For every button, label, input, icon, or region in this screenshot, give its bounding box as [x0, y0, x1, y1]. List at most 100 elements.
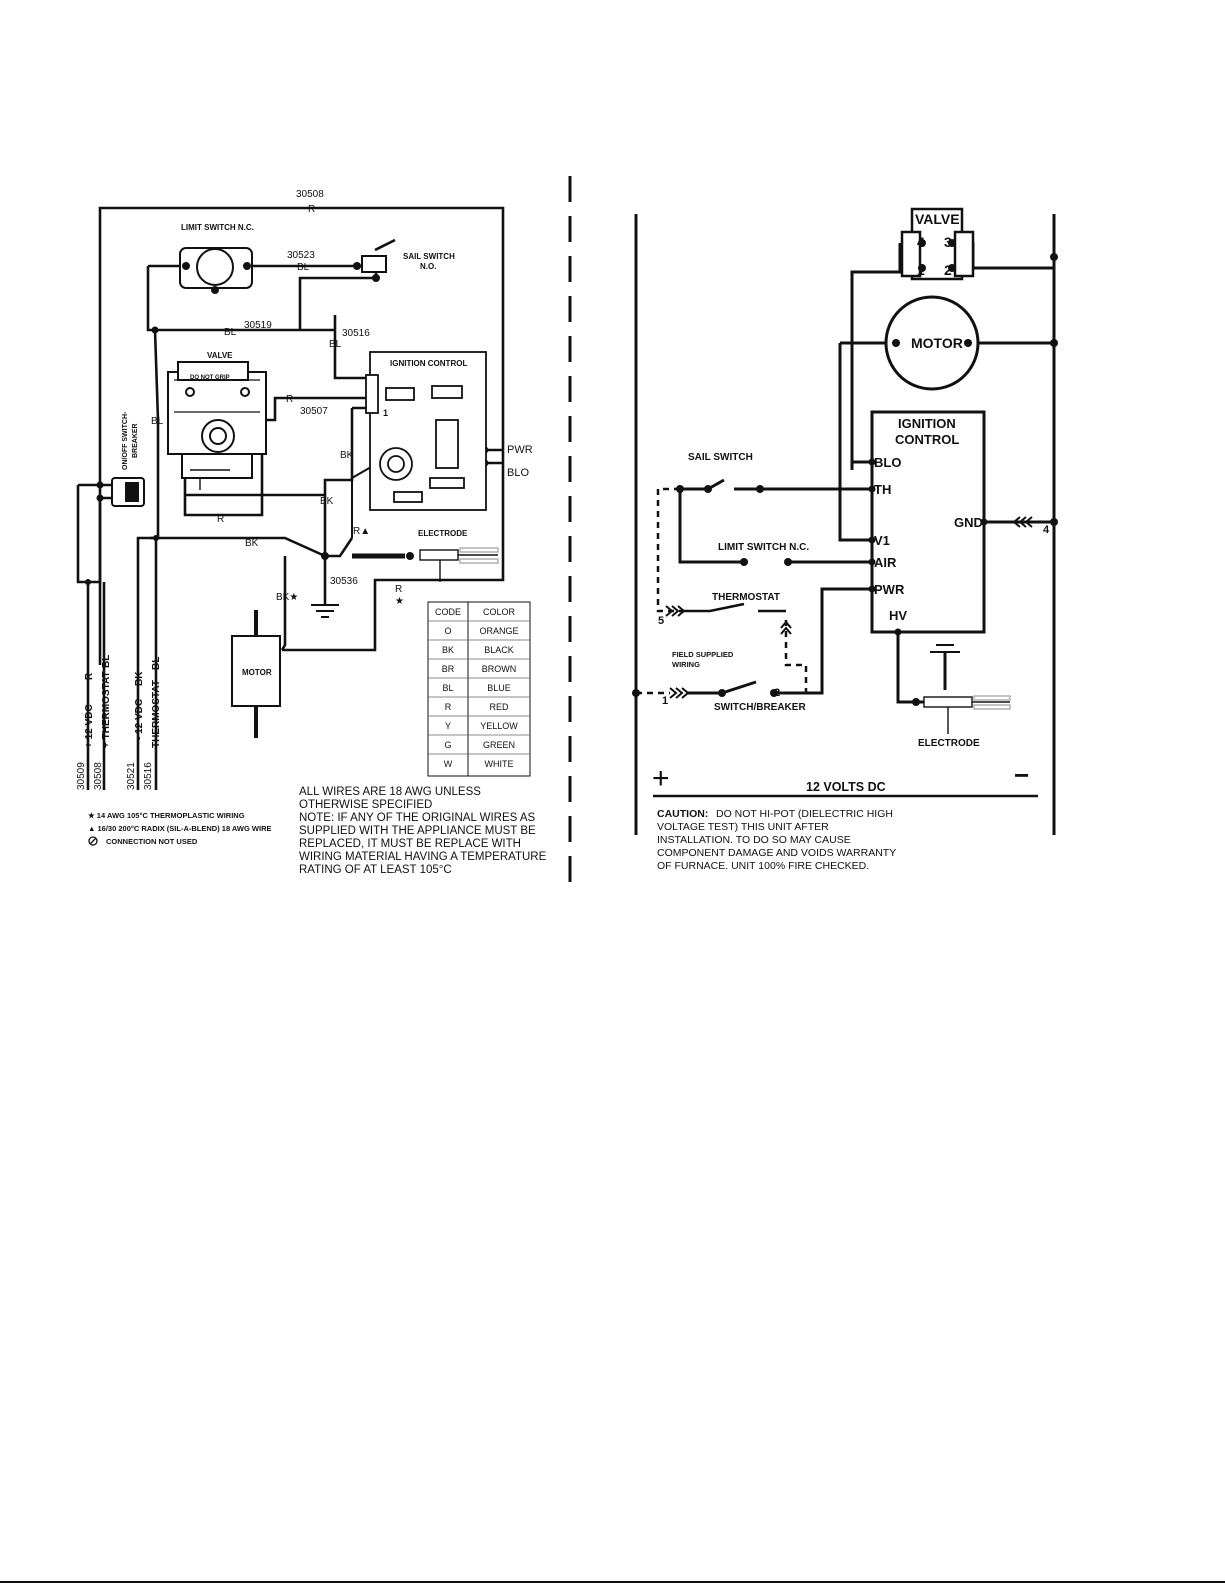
- terminal-blo: BLO: [874, 455, 901, 470]
- cc-color: RED: [489, 702, 509, 712]
- note-line: OTHERWISE SPECIFIED: [299, 799, 432, 811]
- limit-switch-label: LIMIT SWITCH N.C.: [718, 542, 809, 553]
- do-not-grip-label: DO NOT GRIP: [190, 375, 230, 381]
- sail-switch-label: SAIL SWITCH: [688, 452, 753, 463]
- ignition-control-board: [365, 351, 487, 511]
- switch-breaker-label: SWITCH/BREAKER: [714, 702, 806, 713]
- wire-30507: [262, 396, 366, 422]
- wire-label-30507: 30507: [300, 406, 328, 417]
- motor-label: MOTOR: [911, 335, 963, 351]
- note-line: WIRING MATERIAL HAVING A TEMPERATURE: [299, 851, 547, 863]
- cc-color: ORANGE: [479, 626, 518, 636]
- terminal-labels: BLO TH V1 AIR PWR HV GND: [874, 455, 983, 623]
- ground-icon: [311, 604, 339, 618]
- wire-label-r-30507: R: [286, 394, 293, 405]
- wire-label-bl-30519: BL: [224, 327, 237, 338]
- terminal-th: TH: [874, 482, 891, 497]
- wire-label-bl-30516: BL: [329, 339, 342, 350]
- motor-icon: [884, 295, 980, 391]
- cc-color: WHITE: [485, 759, 514, 769]
- cc-color: BROWN: [482, 664, 517, 674]
- terminal-pwr: PWR: [874, 582, 905, 597]
- wire-label-r-valve: R: [217, 514, 224, 525]
- lead-30521-color: BK: [134, 671, 145, 686]
- note-line: NOTE: IF ANY OF THE ORIGINAL WIRES AS: [299, 812, 536, 824]
- supply-label: 12 VOLTS DC: [806, 780, 886, 794]
- lead-30521-label: - 12 VDC: [134, 699, 145, 740]
- ignition-control-label: IGNITION CONTROL: [390, 359, 467, 368]
- valve-label: VALVE: [915, 211, 960, 227]
- legend-not-used: CONNECTION NOT USED: [106, 837, 198, 846]
- wire-label-30523: 30523: [287, 250, 315, 261]
- cc-code: Y: [445, 721, 451, 731]
- field-wiring-label-2: WIRING: [672, 660, 700, 669]
- lead-30509-color: R: [84, 672, 95, 680]
- wire-label-bk-low: BK: [245, 538, 259, 549]
- terminal-gnd: GND: [954, 515, 983, 530]
- limit-switch-icon: [179, 247, 253, 294]
- lead-30516-label: THERMOSTAT: [151, 680, 162, 748]
- lead-30508-color: BL: [101, 655, 112, 668]
- caution-line: DO NOT HI-POT (DIELECTRIC HIGH: [716, 808, 893, 820]
- field-wiring-label-1: FIELD SUPPLIED: [672, 650, 734, 659]
- wire-label-30536: 30536: [330, 576, 358, 587]
- electrode-icon: [419, 547, 499, 582]
- terminal-one-label: 1: [383, 408, 388, 418]
- cc-code: G: [444, 740, 451, 750]
- wire-labels: 30508 R 30523 BL 30519 BL 30516 BL R 305…: [151, 189, 533, 607]
- wire-number-5: 5: [658, 615, 664, 627]
- cc-code: R: [445, 702, 452, 712]
- note-line: SUPPLIED WITH THE APPLIANCE MUST BE: [299, 825, 536, 837]
- ladder-schematic: [634, 214, 1056, 835]
- positive-symbol: +: [652, 762, 670, 795]
- caution-line: VOLTAGE TEST) THIS UNIT AFTER: [657, 821, 829, 833]
- thermostat-label: THERMOSTAT: [712, 592, 780, 603]
- connection-not-used-icon: [88, 836, 98, 846]
- wire-legend: ★ 14 AWG 105°C THERMOPLASTIC WIRING ▲ 16…: [88, 811, 272, 846]
- wire-label-bk-mid: BK: [320, 496, 334, 507]
- lead-30509-label: + 12 VDC: [84, 704, 95, 748]
- ignition-control-title-1: IGNITION: [898, 416, 956, 431]
- cc-code: BR: [442, 664, 455, 674]
- caution-label: CAUTION:: [657, 808, 708, 820]
- sail-switch-label: SAIL SWITCH: [403, 252, 455, 261]
- wire-30519: [155, 315, 366, 380]
- wire-number-2: 2: [774, 687, 780, 699]
- schematic-nodes: [632, 239, 1058, 706]
- cc-code: BK: [442, 645, 454, 655]
- wire-label-r-star: R: [395, 584, 402, 595]
- cc-color: BLUE: [487, 683, 511, 693]
- schematic-labels: SAIL SWITCH LIMIT SWITCH N.C. THERMOSTAT…: [658, 452, 1050, 749]
- wire-label-30519: 30519: [244, 320, 272, 331]
- wire-label-r-top: R: [308, 204, 315, 215]
- wire-label-bk-star: BK★: [276, 592, 298, 603]
- valve-pin-3: 3: [944, 234, 952, 250]
- wire-30508: [98, 206, 505, 665]
- wire-label-pwr: PWR: [507, 444, 533, 456]
- wire-number-4: 4: [1043, 524, 1050, 536]
- wire-label-blo: BLO: [507, 467, 529, 479]
- wire-label-30508: 30508: [296, 189, 324, 200]
- switch-breaker-label-2: BREAKER: [132, 423, 139, 458]
- wiring-note: ALL WIRES ARE 18 AWG UNLESS OTHERWISE SP…: [299, 786, 547, 876]
- lead-30509-id: 30509: [76, 762, 87, 790]
- wire-number-1: 1: [662, 695, 668, 707]
- valve-label: VALVE: [207, 351, 233, 360]
- caution-line: INSTALLATION. TO DO SO MAY CAUSE: [657, 834, 851, 846]
- switch-breaker-label-1: ON/OFF SWITCH-: [122, 411, 129, 470]
- wire-label-star: ★: [395, 596, 404, 607]
- sail-switch-no-label: N.O.: [420, 262, 436, 271]
- wire-label-r-triangle: R▲: [353, 526, 370, 537]
- ignition-control-block: [870, 410, 986, 634]
- switch-breaker-icon: [111, 477, 145, 507]
- legend-star: ★ 14 AWG 105°C THERMOPLASTIC WIRING: [88, 811, 245, 820]
- terminal-air: AIR: [874, 555, 897, 570]
- cc-code: W: [444, 759, 453, 769]
- ignition-control-title-2: CONTROL: [895, 432, 959, 447]
- cc-code: BL: [442, 683, 453, 693]
- note-line: REPLACED, IT MUST BE REPLACE WITH: [299, 838, 521, 850]
- cc-color: GREEN: [483, 740, 515, 750]
- caution-line: COMPONENT DAMAGE AND VOIDS WARRANTY: [657, 847, 896, 859]
- terminal-v1: V1: [874, 533, 890, 548]
- cc-color: YELLOW: [480, 721, 518, 731]
